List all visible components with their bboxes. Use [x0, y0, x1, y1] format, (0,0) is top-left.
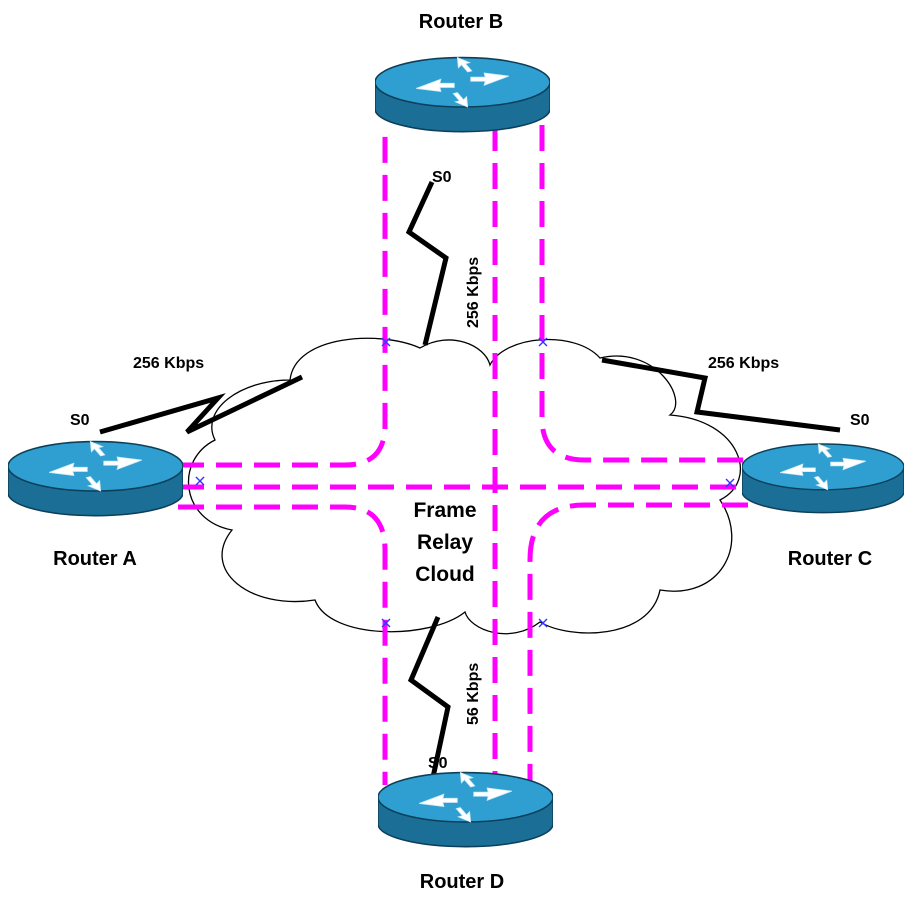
router-icon: [742, 443, 904, 514]
serial-links: [99, 180, 841, 783]
router-a-link-speed: 256 Kbps: [133, 355, 204, 372]
router-a-interface: S0: [70, 412, 90, 429]
router-c-link-speed: 256 Kbps: [708, 355, 779, 372]
router-d-link-speed: 56 Kbps: [465, 663, 482, 725]
router-icon: [375, 56, 550, 133]
pvc-a-d: [178, 504, 388, 785]
router-a-label: Router A: [53, 548, 137, 570]
cloud-label-line1: Frame: [413, 499, 476, 522]
router-d-interface: S0: [428, 755, 448, 772]
router-d[interactable]: [378, 771, 553, 848]
router-b-label: Router B: [419, 11, 503, 33]
router-c[interactable]: [742, 443, 904, 514]
router-a[interactable]: [8, 440, 183, 517]
router-b-link-speed: 256 Kbps: [465, 257, 482, 328]
serial-link-d: [407, 616, 451, 783]
router-b-interface: S0: [432, 169, 452, 186]
router-icon: [8, 440, 183, 517]
cloud-label-line2: Relay: [417, 531, 473, 554]
pvc-b-c: [539, 125, 748, 463]
pvc-c-d: [527, 502, 748, 785]
router-icon: [378, 771, 553, 848]
router-d-label: Router D: [420, 871, 504, 893]
serial-link-a: [99, 374, 304, 435]
pvc-markers: [195, 337, 735, 628]
serial-link-c: [601, 357, 841, 433]
router-b[interactable]: [375, 56, 550, 133]
router-c-label: Router C: [788, 548, 872, 570]
cloud-label-line3: Cloud: [415, 563, 474, 586]
router-c-interface: S0: [850, 412, 870, 429]
serial-link-b: [405, 180, 449, 346]
pvc-a-b: [178, 125, 388, 468]
pvc-paths: [178, 125, 748, 785]
